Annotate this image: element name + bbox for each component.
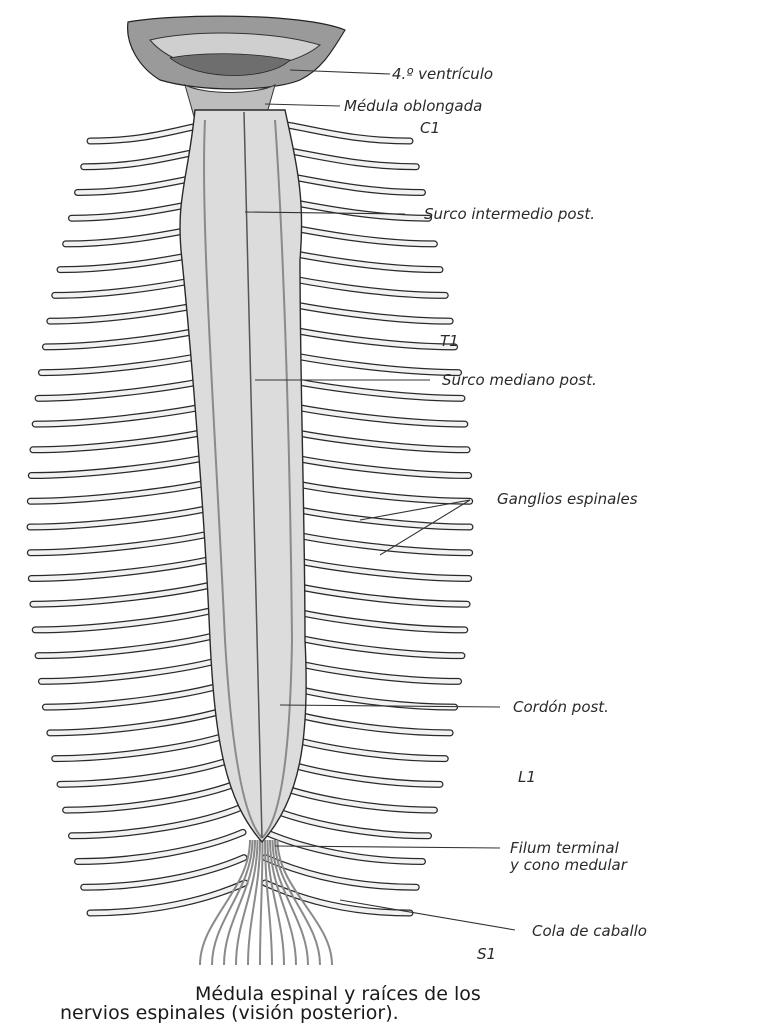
- caption-line-1: Médula espinal y raíces de los: [195, 983, 481, 1005]
- nerve-root-left-fill: [63, 779, 244, 813]
- cauda-equina-fibre: [223, 839, 256, 966]
- cauda-equina-fibre: [269, 839, 297, 966]
- label-4th-ventricle: 4.º ventrículo: [392, 65, 493, 83]
- spinal-cord: [179, 109, 307, 844]
- figure-caption: Médula espinal y raíces de los nervios e…: [60, 983, 481, 1024]
- leader-lines: [244, 69, 516, 931]
- nerve-root-left: [26, 499, 234, 531]
- cauda-equina-fibre: [276, 839, 333, 966]
- label-posterior-cord: Cordón post.: [513, 698, 609, 716]
- nerve-root-right-fill: [263, 830, 425, 864]
- nerve-root-left-fill: [75, 830, 246, 864]
- cauda-equina-fibre: [271, 839, 309, 966]
- cauda-equina-fibre: [247, 839, 261, 966]
- nerve-root-left: [31, 600, 238, 634]
- nerve-root-left: [34, 626, 239, 660]
- cauda-equina-fibre: [266, 839, 285, 966]
- label-intermediate-sulcus: Surco intermedio post.: [424, 205, 595, 223]
- nerve-root-left: [41, 676, 241, 711]
- label-t1: T1: [440, 332, 459, 350]
- cauda-equina-fibre: [235, 839, 259, 966]
- nerve-root-left: [26, 474, 233, 505]
- label-median-sulcus: Surco mediano post.: [442, 371, 597, 389]
- cauda-equina-fibre: [274, 839, 321, 966]
- label-spinal-ganglia: Ganglios espinales: [497, 490, 638, 508]
- cauda-equina-fibre: [264, 839, 273, 966]
- nerve-root-left-fill: [81, 855, 247, 890]
- label-c1: C1: [420, 119, 440, 137]
- cauda-equina-fibre: [199, 839, 251, 966]
- nerve-root-left-fill: [69, 804, 245, 839]
- label-cauda-equina: Cola de caballo: [532, 922, 647, 940]
- nerve-root-left: [37, 651, 240, 685]
- cauda-equina-fibre: [211, 839, 254, 966]
- anatomical-labels: 4.º ventrículo Médula oblongada C1 Surco…: [344, 65, 647, 963]
- label-filum-line1: Filum terminal: [510, 839, 620, 857]
- nerve-root-left: [26, 524, 235, 557]
- label-s1: S1: [477, 945, 496, 963]
- cauda-equina-fibre: [259, 839, 264, 966]
- brainstem: [127, 15, 346, 121]
- label-l1: L1: [518, 768, 536, 786]
- nerve-root-right-fill: [263, 855, 419, 890]
- label-medulla-oblongata: Médula oblongada: [344, 97, 482, 115]
- nerve-root-left: [29, 575, 237, 608]
- nerve-root-left: [46, 702, 242, 737]
- label-filum-line2: y cono medular: [509, 856, 628, 874]
- median-sulcus-line: [243, 111, 263, 839]
- nerve-root-left: [27, 550, 236, 582]
- nerve-root-left-fill: [87, 880, 248, 916]
- caption-line-2: nervios espinales (visión posterior).: [60, 1002, 399, 1024]
